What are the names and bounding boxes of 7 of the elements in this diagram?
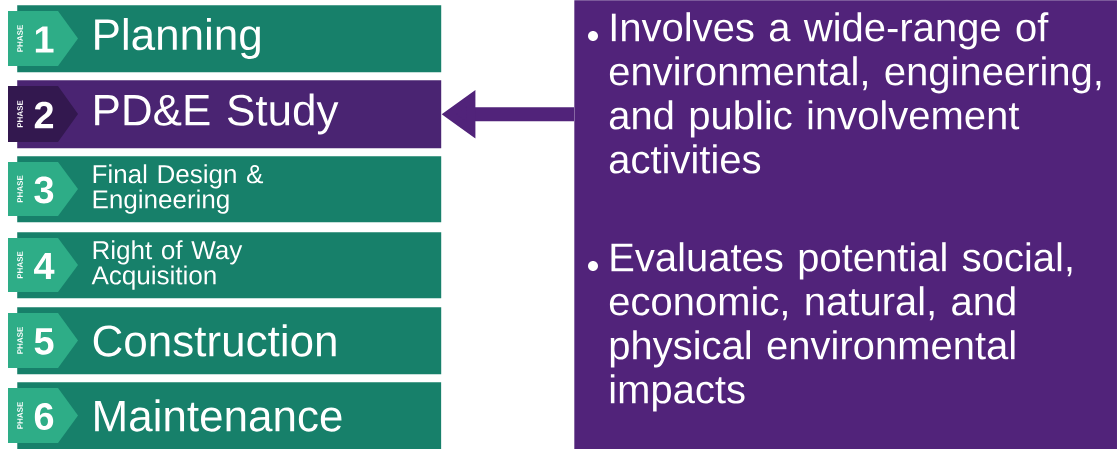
phase-tab: PHASE 5 [8, 313, 78, 368]
phase-tab: PHASE 1 [8, 11, 78, 66]
phase-tab: PHASE 3 [8, 162, 78, 216]
phase-tab: PHASE 2 [8, 86, 78, 142]
text-box: Involves a wide-range of environmental, engineering, and public involvement activities Evaluates potential social, economic, natural, and physical environmental impacts [574, 0, 1117, 449]
phase-tab: PHASE 6 [8, 388, 78, 443]
phase-tab: PHASE 4 [8, 238, 78, 292]
